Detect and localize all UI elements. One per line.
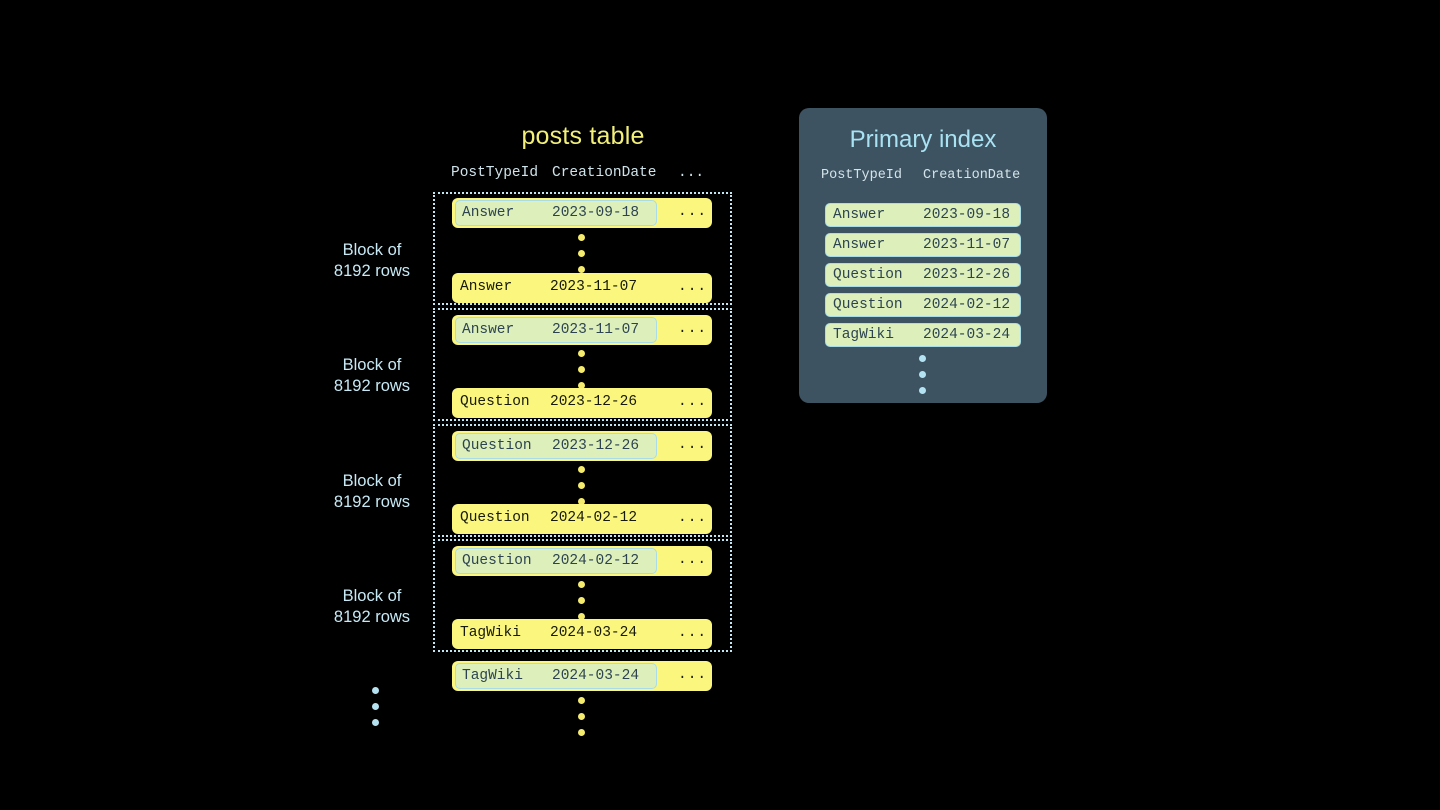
cell-more: ... <box>678 510 708 526</box>
block-label-2: Block of 8192 rows <box>318 355 426 397</box>
cell-posttypeid: Question <box>460 394 530 410</box>
primary-index-title: Primary index <box>849 126 997 153</box>
table-row: Question 2023-12-26 ... <box>452 388 712 418</box>
vertical-ellipsis-dots-index <box>919 355 927 403</box>
cell-posttypeid: Answer <box>462 205 515 221</box>
mark-highlight-box <box>455 548 657 574</box>
mark-highlight-box <box>455 663 657 689</box>
table-row: TagWiki 2024-03-24 ... <box>452 619 712 649</box>
column-header-posttypeid: PostTypeId <box>451 165 539 181</box>
cell-posttypeid: Question <box>462 438 532 454</box>
primary-index-row: Answer 2023-09-18 <box>825 203 1021 227</box>
cell-creationdate: 2024-03-24 <box>923 327 1011 343</box>
cell-more: ... <box>678 394 708 410</box>
block-label-line2: 8192 rows <box>333 493 411 511</box>
column-header-more: ... <box>678 165 705 181</box>
cell-creationdate: 2023-09-18 <box>552 205 640 221</box>
cell-posttypeid: TagWiki <box>833 327 894 343</box>
mark-highlight-box <box>455 433 657 459</box>
cell-posttypeid: Answer <box>462 322 515 338</box>
cell-creationdate: 2023-12-26 <box>552 438 640 454</box>
block-label-line1: Block of <box>342 241 402 259</box>
mark-highlight-box <box>455 317 657 343</box>
block-label-line2: 8192 rows <box>333 377 411 395</box>
block-label-line1: Block of <box>342 587 402 605</box>
primary-index-row: Question 2023-12-26 <box>825 263 1021 287</box>
posts-table-column-headers: PostTypeId CreationDate ... <box>433 165 733 187</box>
column-header-creationdate: CreationDate <box>552 165 657 181</box>
column-header-creationdate: CreationDate <box>923 168 1021 183</box>
block-container-1 <box>433 192 732 305</box>
block-label-line2: 8192 rows <box>333 608 411 626</box>
vertical-ellipsis-dots <box>578 697 586 745</box>
cell-more: ... <box>678 321 708 337</box>
block-label-line1: Block of <box>342 472 402 490</box>
cell-creationdate: 2024-02-12 <box>552 553 640 569</box>
cell-creationdate: 2023-12-26 <box>923 267 1011 283</box>
cell-more: ... <box>678 204 708 220</box>
cell-creationdate: 2023-12-26 <box>550 394 638 410</box>
table-row: Answer 2023-11-07 ... <box>452 315 712 345</box>
mark-highlight-box <box>455 200 657 226</box>
block-container-3 <box>433 424 732 537</box>
cell-posttypeid: Question <box>833 267 903 283</box>
vertical-ellipsis-dots <box>578 466 586 514</box>
block-container-2 <box>433 308 732 421</box>
cell-posttypeid: Answer <box>833 237 886 253</box>
cell-more: ... <box>678 625 708 641</box>
column-header-posttypeid: PostTypeId <box>821 168 903 183</box>
cell-creationdate: 2024-02-12 <box>550 510 638 526</box>
block-container-4 <box>433 539 732 652</box>
cell-posttypeid: Question <box>833 297 903 313</box>
table-row: Answer 2023-09-18 ... <box>452 198 712 228</box>
block-label-1: Block of 8192 rows <box>318 240 426 282</box>
cell-creationdate: 2023-11-07 <box>552 322 640 338</box>
cell-posttypeid: Question <box>462 553 532 569</box>
cell-posttypeid: TagWiki <box>460 625 521 641</box>
posts-table-diagram: posts table PostTypeId CreationDate ... … <box>318 122 733 745</box>
vertical-ellipsis-dots <box>578 234 586 282</box>
cell-creationdate: 2024-03-24 <box>550 625 638 641</box>
primary-index-row: Question 2024-02-12 <box>825 293 1021 317</box>
posts-table-title: posts table <box>521 122 645 150</box>
cell-creationdate: 2024-02-12 <box>923 297 1011 313</box>
cell-posttypeid: Answer <box>460 279 513 295</box>
cell-creationdate: 2024-03-24 <box>552 668 640 684</box>
block-label-4: Block of 8192 rows <box>318 586 426 628</box>
table-row: Question 2024-02-12 ... <box>452 546 712 576</box>
cell-posttypeid: TagWiki <box>462 668 523 684</box>
vertical-ellipsis-dots-blocks <box>372 687 380 735</box>
cell-more: ... <box>678 552 708 568</box>
vertical-ellipsis-dots <box>578 350 586 398</box>
cell-creationdate: 2023-09-18 <box>923 207 1011 223</box>
block-label-3: Block of 8192 rows <box>318 471 426 513</box>
vertical-ellipsis-dots <box>578 581 586 629</box>
cell-creationdate: 2023-11-07 <box>923 237 1011 253</box>
cell-posttypeid: Question <box>460 510 530 526</box>
primary-index-row: TagWiki 2024-03-24 <box>825 323 1021 347</box>
table-row: Answer 2023-11-07 ... <box>452 273 712 303</box>
block-label-line2: 8192 rows <box>333 262 411 280</box>
primary-index-column-headers: PostTypeId CreationDate <box>799 168 1047 188</box>
table-row: Question 2024-02-12 ... <box>452 504 712 534</box>
primary-index-panel: Primary index PostTypeId CreationDate An… <box>799 108 1047 403</box>
cell-more: ... <box>678 667 708 683</box>
cell-posttypeid: Answer <box>833 207 886 223</box>
cell-more: ... <box>678 437 708 453</box>
primary-index-row: Answer 2023-11-07 <box>825 233 1021 257</box>
table-row: Question 2023-12-26 ... <box>452 431 712 461</box>
table-row-trailing: TagWiki 2024-03-24 ... <box>452 661 712 691</box>
cell-creationdate: 2023-11-07 <box>550 279 638 295</box>
block-label-line1: Block of <box>342 356 402 374</box>
cell-more: ... <box>678 279 708 295</box>
